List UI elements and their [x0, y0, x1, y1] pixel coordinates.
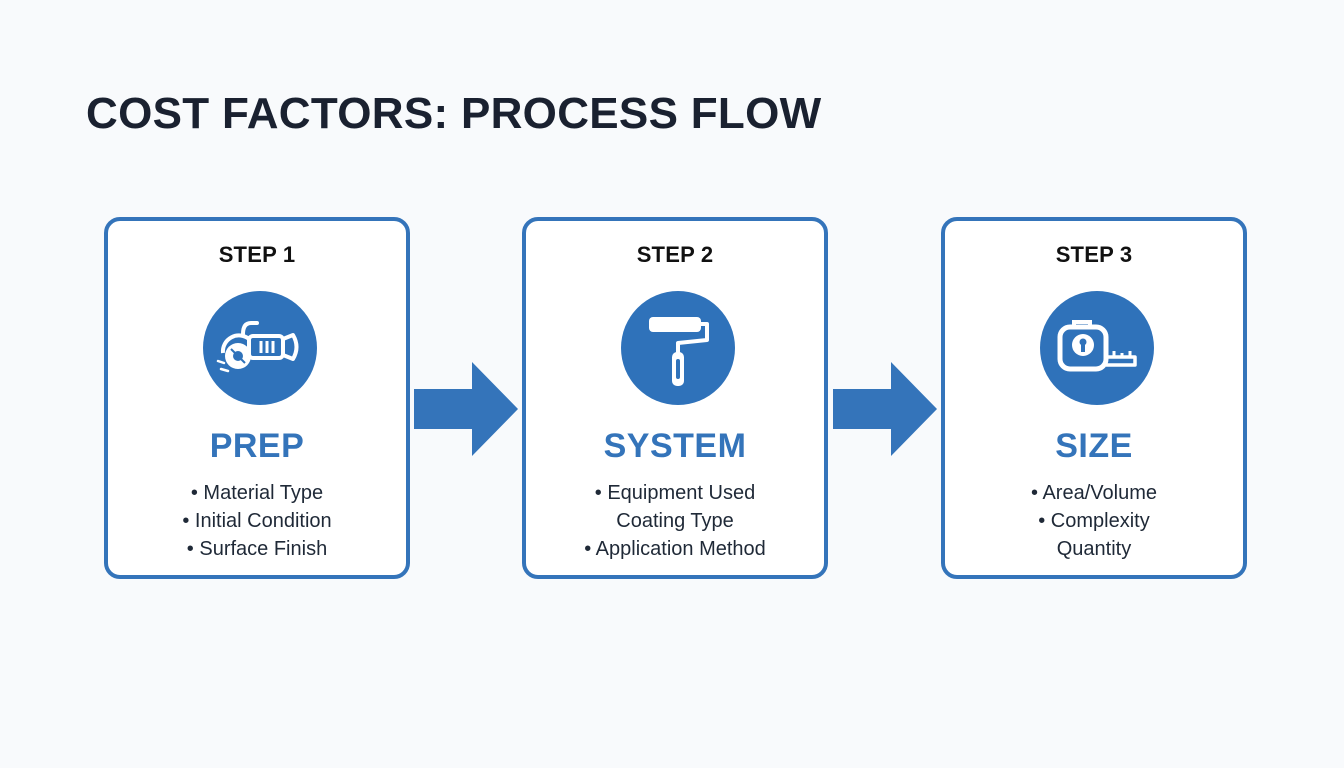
step-card-size: STEP 3 SIZE • Area/Volume • Complexity Q…: [941, 217, 1247, 579]
step-card-system: STEP 2 SYSTEM • Equipment Used Coating T…: [522, 217, 828, 579]
step-label: STEP 3: [1055, 242, 1133, 267]
paint-roller-icon: [621, 291, 735, 405]
list-item: • Material Type: [190, 482, 324, 504]
grinder-icon: [203, 291, 317, 405]
list-item: Coating Type: [616, 510, 734, 532]
page-title: COST FACTORS: PROCESS FLOW: [86, 89, 822, 138]
arrow-right-icon: [833, 362, 937, 456]
list-item: • Initial Condition: [182, 510, 332, 532]
list-item: • Area/Volume: [1031, 482, 1157, 504]
step-label: STEP 1: [218, 242, 296, 267]
tape-measure-icon: [1040, 291, 1154, 405]
factor-list: • Area/Volume • Complexity Quantity: [945, 479, 1243, 563]
list-item: Quantity: [1056, 538, 1132, 560]
list-item: • Application Method: [584, 538, 766, 560]
step-card-prep: STEP 1 PREP • Material Type • Initial: [104, 217, 410, 579]
factor-list: • Equipment Used Coating Type • Applicat…: [526, 479, 824, 563]
step-name: SIZE: [1055, 427, 1133, 465]
step-name: SYSTEM: [603, 427, 747, 465]
list-item: • Equipment Used: [594, 482, 756, 504]
step-label: STEP 2: [636, 242, 714, 267]
list-item: • Surface Finish: [186, 538, 328, 560]
factor-list: • Material Type • Initial Condition • Su…: [108, 479, 406, 563]
arrow-right-icon: [414, 362, 518, 456]
list-item: • Complexity: [1038, 510, 1150, 532]
step-name: PREP: [209, 427, 305, 465]
